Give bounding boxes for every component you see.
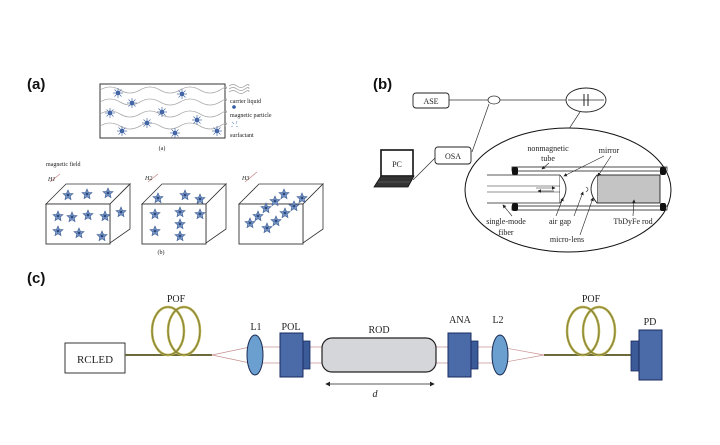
pof-coil-right [565,305,617,357]
legend-magnetic-particle: magnetic particle [230,113,272,119]
magnetic-particle [191,114,203,126]
mirror-label: mirror [599,146,620,155]
ferrofluid-legend: carrier liquid magnetic particle surfact… [228,84,272,139]
panel-c-label: (c) [27,270,46,287]
legend-surfactant: surfactant [230,132,254,139]
field-arrow-icon [147,173,159,183]
sensor-setup: ASE OSA PC [373,87,672,253]
field-box-2: H2 [141,173,227,245]
polarizer-pol [279,332,304,378]
field-arrow-icon [49,173,61,183]
magnetic-particle [104,107,116,119]
pof-right-label: POF [582,294,601,305]
micro-lens-right [590,174,598,204]
magnetic-particle [176,88,188,100]
pd-label: PD [644,317,657,328]
rcled-label: RCLED [77,354,113,366]
surfactant-icon [230,120,239,128]
field-label-h1: H1 [47,177,55,183]
legend-carrier-liquid: carrier liquid [230,99,261,105]
single-mode-fiber [487,174,561,204]
field-box-3: H3 [238,171,324,245]
field-arrow-icon [244,171,258,183]
fiber-label: fiber [498,228,513,237]
polarimetric-setup: RCLED POF L1 POL ROD [64,294,663,400]
magnetic-particle [141,117,153,129]
carrier-liquid-icon [228,84,250,94]
tbdyfe-rod-label: TbDyFe rod [613,217,652,226]
lens-l2 [491,334,509,376]
nonmagnetic-tube [511,166,668,172]
magnetic-field-label: magnetic field [46,161,81,168]
distance-label: d [373,389,379,400]
tube-label: tube [541,154,555,163]
pc-laptop-icon [373,149,415,188]
magnetic-particle-icon [232,105,236,109]
magnetic-particle [116,125,128,137]
ase-label: ASE [423,97,438,106]
l2-label: L2 [492,315,503,326]
magnetic-particle [211,125,223,137]
field-label-h2: H2 [144,176,152,182]
ana-label: ANA [449,315,471,326]
ferrofluid-box [99,83,228,139]
magnetic-particle [156,106,168,118]
coupler-icon [487,95,501,105]
magnetic-particle [169,127,181,139]
tbdyfe-rod [596,174,661,204]
sub-caption-a: (a) [159,145,166,152]
pof-left-label: POF [167,294,186,305]
photodetector-pd [638,329,663,381]
field-box-1: H1 [45,173,131,245]
panel-a-label: (a) [27,76,46,93]
rod-label: ROD [368,325,389,336]
sub-caption-b: (b) [158,249,165,256]
sensor-detail-ellipse [464,127,672,253]
lens-l1 [246,334,264,376]
air-gap-label: air gap [549,217,571,226]
magnetic-particle [126,97,138,109]
pol-label: POL [282,322,301,333]
magnetic-particle [112,87,124,99]
pc-label: PC [392,160,402,169]
rcled-box [64,342,126,374]
osa-label: OSA [445,152,461,161]
osa-box [434,146,472,165]
field-label-h3: H3 [241,176,249,182]
nonmagnetic-label: nonmagnetic [527,144,569,153]
micro-lens-label: micro-lens [550,235,584,244]
single-mode-label: single-mode [486,217,526,226]
panel-b-label: (b) [373,76,393,93]
rod [321,337,437,373]
pof-coil-left [150,305,202,357]
l1-label: L1 [250,322,261,333]
ase-box [412,92,450,109]
analyzer-ana [447,332,472,378]
